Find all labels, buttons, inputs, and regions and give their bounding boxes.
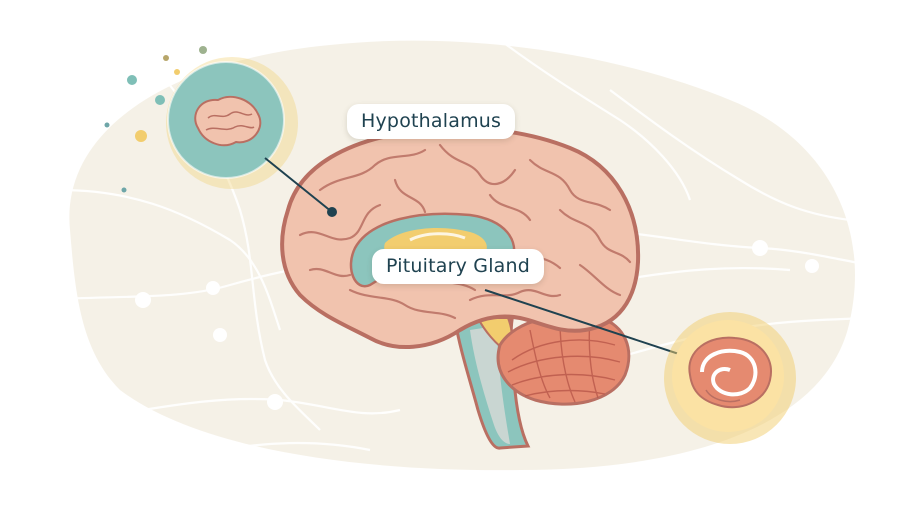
cerebellum (496, 313, 631, 406)
hypothalamus-label: Hypothalamus (347, 104, 516, 139)
pituitary-callout (664, 312, 796, 444)
brainstem-core (470, 326, 510, 444)
pituitary-detail-icon (688, 336, 772, 409)
hypothalamus-leader-line (264, 157, 333, 213)
hypothalamus-leader-dot (327, 207, 337, 217)
network-lines (39, 39, 871, 457)
decorative-dots (104, 46, 207, 193)
pituitary-leader-line (484, 289, 689, 358)
brain-folds (298, 143, 632, 320)
thalamus-highlight (409, 232, 466, 242)
hypothalamus-detail-icon (194, 95, 262, 147)
pituitary-gland-label: Pituitary Gland (372, 249, 545, 284)
hypothalamus-callout (166, 57, 298, 189)
